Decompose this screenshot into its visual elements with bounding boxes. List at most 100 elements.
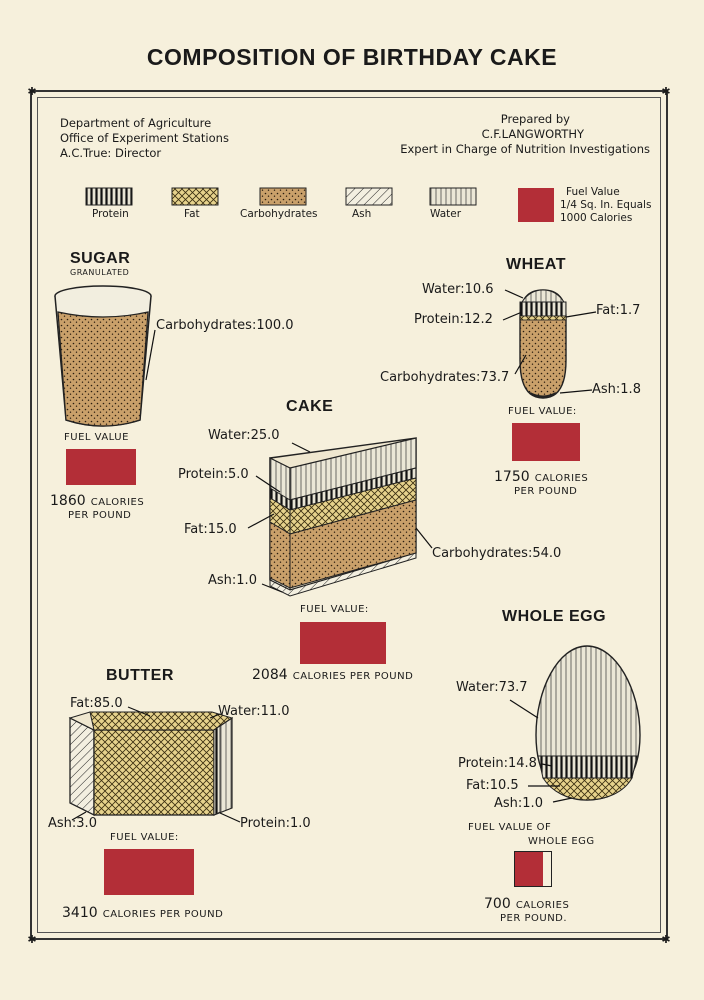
leader-line [291, 442, 311, 453]
cake-label-carbohydrates: Carbohydrates:54.0 [432, 546, 562, 561]
leader-line [145, 329, 156, 381]
wheat-grain [519, 289, 567, 399]
sugar-subtitle: GRANULATED [70, 268, 130, 277]
sugar-fuel-label: FUEL VALUE [64, 432, 129, 443]
header-right-line: Prepared by [500, 112, 570, 126]
header-left: Department of Agriculture Office of Expe… [60, 116, 229, 161]
header-right: Prepared by C.F.LANGWORTHY Expert in Cha… [400, 112, 650, 157]
cake-calories-value: 2084 [252, 667, 288, 683]
wheat-calories-unit: CALORIES [534, 473, 589, 484]
page-title: COMPOSITION OF BIRTHDAY CAKE [146, 44, 558, 70]
egg-label-fat: Fat:10.5 [466, 778, 519, 793]
leader-line [514, 354, 527, 375]
leader-line [552, 797, 573, 803]
wheat-label-fat: Fat:1.7 [596, 303, 641, 318]
leader-line [502, 311, 523, 321]
inner-frame [37, 97, 661, 933]
whole-egg [535, 645, 641, 801]
butter-fuel-label: FUEL VALUE: [110, 832, 179, 843]
header-left-line: A.C.True: Director [60, 146, 162, 160]
butter-fuel-box [104, 849, 194, 895]
cake-label-protein: Protein:5.0 [178, 467, 249, 482]
sugar-calories: 1860 CALORIES [50, 490, 144, 509]
legend-swatch-fuel [518, 188, 554, 222]
egg-calories: 700 CALORIES [484, 893, 569, 912]
legend-fuel-line: 1000 Calories [560, 212, 633, 224]
wheat-label-protein: Protein:12.2 [414, 312, 493, 327]
wheat-label-water: Water:10.6 [422, 282, 494, 297]
header-left-line: Department of Agriculture [60, 116, 212, 130]
sugar-fuel-box [66, 449, 136, 485]
egg-calories-unit: CALORIES [515, 900, 570, 911]
legend-fuel-line: 1/4 Sq. In. Equals [560, 199, 652, 211]
legend-label-ash: Ash [352, 208, 372, 220]
legend-swatch-protein [85, 187, 133, 206]
egg-title: WHOLE EGG [502, 608, 607, 625]
egg-label-water: Water:73.7 [456, 680, 528, 695]
butter-label-ash: Ash:3.0 [48, 816, 97, 831]
wheat-label-ash: Ash:1.8 [592, 382, 641, 397]
sugar-title: SUGAR [70, 250, 131, 267]
leader-line [509, 699, 539, 719]
sugar-calories-unit: CALORIES [90, 497, 145, 508]
cake-calories-unit: CALORIES PER POUND [292, 671, 414, 682]
legend-label-protein: Protein [92, 208, 129, 220]
corner-ornament-icon: ✱ [27, 933, 37, 946]
cake-label-fat: Fat:15.0 [184, 522, 237, 537]
corner-ornament-icon: ✱ [661, 933, 671, 946]
header-right-line: C.F.LANGWORTHY [481, 127, 584, 141]
butter-label-protein: Protein:1.0 [240, 816, 311, 831]
cake-title: CAKE [286, 398, 334, 415]
legend-label-fat: Fat [184, 208, 200, 220]
sugar-calories-value: 1860 [50, 493, 86, 509]
egg-fuel-box [514, 851, 552, 887]
egg-calories-unit-2: PER POUND. [500, 913, 568, 924]
outer-frame [30, 90, 668, 940]
cake-fuel-label: FUEL VALUE: [300, 604, 369, 615]
leader-line [559, 389, 593, 394]
leader-line [504, 289, 524, 299]
header-left-line: Office of Experiment Stations [60, 131, 229, 145]
butter-block [68, 711, 234, 817]
wheat-calories-value: 1750 [494, 469, 530, 485]
butter-calories-unit: CALORIES PER POUND [102, 909, 224, 920]
leader-line [541, 763, 553, 767]
sugar-glass [54, 285, 152, 427]
egg-fuel-fill [515, 852, 543, 886]
wheat-calories: 1750 CALORIES [494, 466, 588, 485]
wheat-label-carbohydrates: Carbohydrates:73.7 [380, 370, 510, 385]
leader-line [247, 513, 275, 529]
legend-swatch-water [429, 187, 477, 206]
wheat-title: WHEAT [506, 256, 566, 273]
legend-swatch-carbohydrates [259, 187, 307, 206]
wheat-fuel-box [512, 423, 580, 461]
corner-ornament-icon: ✱ [27, 85, 37, 98]
butter-label-fat: Fat:85.0 [70, 696, 123, 711]
egg-fuel-label: FUEL VALUE OF [468, 822, 552, 833]
cake-fuel-box [300, 622, 386, 664]
corner-ornament-icon: ✱ [661, 85, 671, 98]
sugar-label-carbohydrates: Carbohydrates:100.0 [156, 318, 294, 333]
egg-label-ash: Ash:1.0 [494, 796, 543, 811]
egg-label-protein: Protein:14.8 [458, 756, 537, 771]
leader-line [415, 527, 433, 549]
butter-calories-value: 3410 [62, 905, 98, 921]
leader-line [127, 706, 151, 717]
butter-label-water: Water:11.0 [218, 704, 290, 719]
header-right-line: Expert in Charge of Nutrition Investigat… [400, 142, 650, 156]
leader-line [71, 811, 87, 821]
leader-line [219, 812, 241, 823]
legend-swatch-fat [171, 187, 219, 206]
legend-swatch-ash [345, 187, 393, 206]
leader-line [565, 311, 597, 318]
legend-fuel-key: Fuel Value 1/4 Sq. In. Equals 1000 Calor… [560, 186, 651, 225]
leader-line [209, 713, 221, 719]
cake-label-water: Water:25.0 [208, 428, 280, 443]
wheat-calories-unit-2: PER POUND [514, 486, 578, 497]
legend-label-water: Water [430, 208, 462, 220]
legend-label-carbohydrates: Carbohydrates [240, 208, 318, 220]
cake-label-ash: Ash:1.0 [208, 573, 257, 588]
butter-title: BUTTER [106, 667, 174, 684]
cake-slice [269, 437, 417, 597]
